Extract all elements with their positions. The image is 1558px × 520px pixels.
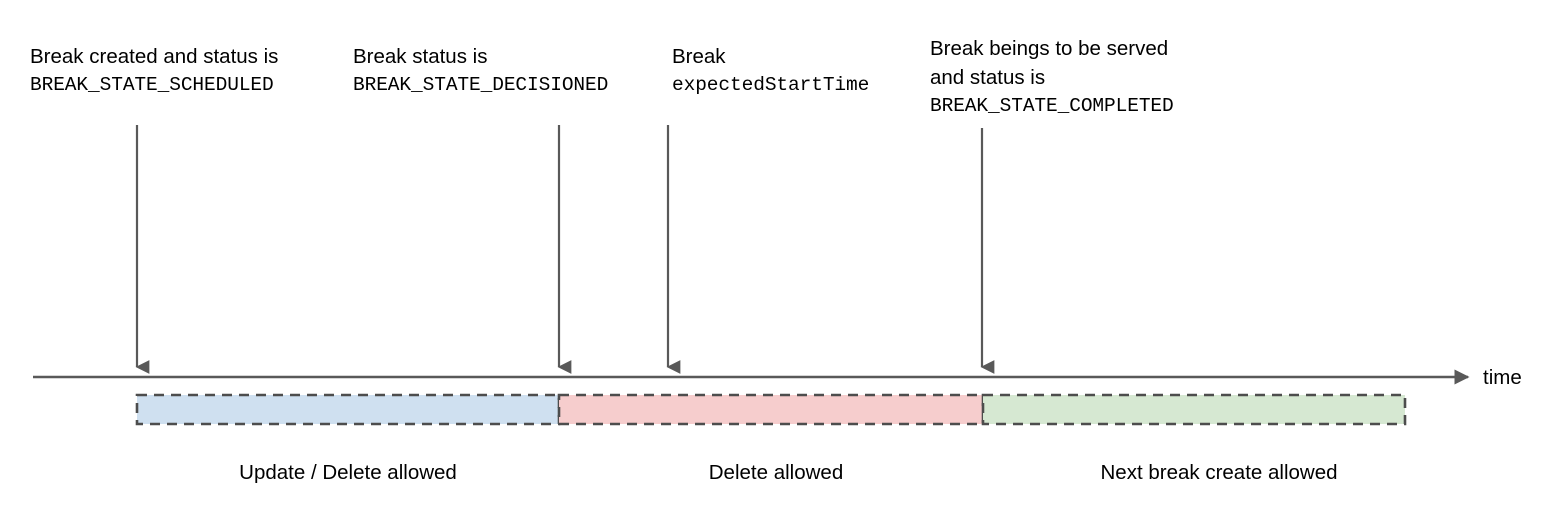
annotation-decisioned-line-1: Break status is [353,45,488,68]
annotation-expected-start-time: Break expectedStartTime [672,42,869,100]
segment-update-delete[interactable] [135,393,561,426]
annotation-scheduled-line-1: Break created and status is [30,45,279,68]
segment-label-delete-only: Delete allowed [708,461,844,484]
segment-delete-only[interactable] [557,393,985,426]
segment-label-update-delete: Update / Delete allowed [239,461,457,484]
annotation-decisioned: Break status is BREAK_STATE_DECISIONED [353,42,608,100]
annotation-decisioned-line-2: BREAK_STATE_DECISIONED [353,74,609,96]
annotation-expected-start-time-line-2: expectedStartTime [672,74,870,96]
segment-label-next-break-create: Next break create allowed [1100,461,1338,484]
annotation-scheduled-line-2: BREAK_STATE_SCHEDULED [30,74,274,96]
time-axis-label: time [1483,366,1522,389]
annotation-completed-line-1: Break beings to be served [930,37,1169,60]
annotation-completed-line-3: BREAK_STATE_COMPLETED [930,95,1174,117]
annotation-completed: Break beings to be served and status is … [930,34,1174,121]
marker-arrows [135,125,995,374]
segment-next-break-create[interactable] [981,393,1407,426]
phase-bar [135,393,1407,426]
annotation-scheduled: Break created and status is BREAK_STATE_… [30,42,278,100]
annotation-expected-start-time-line-1: Break [672,45,726,68]
annotation-completed-line-2: and status is [930,66,1046,89]
